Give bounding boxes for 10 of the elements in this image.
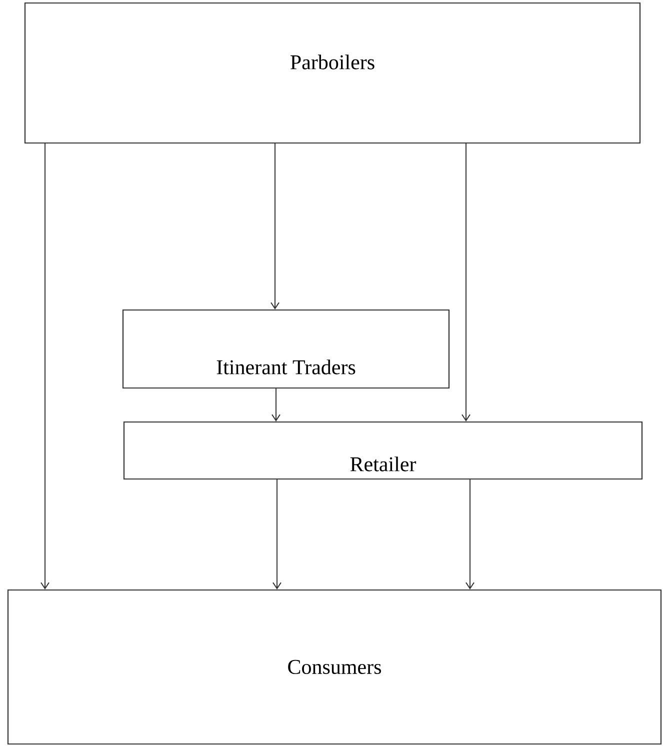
process-box: Itinerant Traders [122,309,450,389]
arrow [272,388,280,422]
process-box: Parboilers [24,2,641,144]
arrow [40,143,50,590]
arrow [466,479,474,590]
arrow [272,479,282,590]
arrow [462,143,470,422]
process-box: Retailer [123,421,643,480]
process-box: Consumers [7,589,662,745]
arrow [270,143,280,310]
